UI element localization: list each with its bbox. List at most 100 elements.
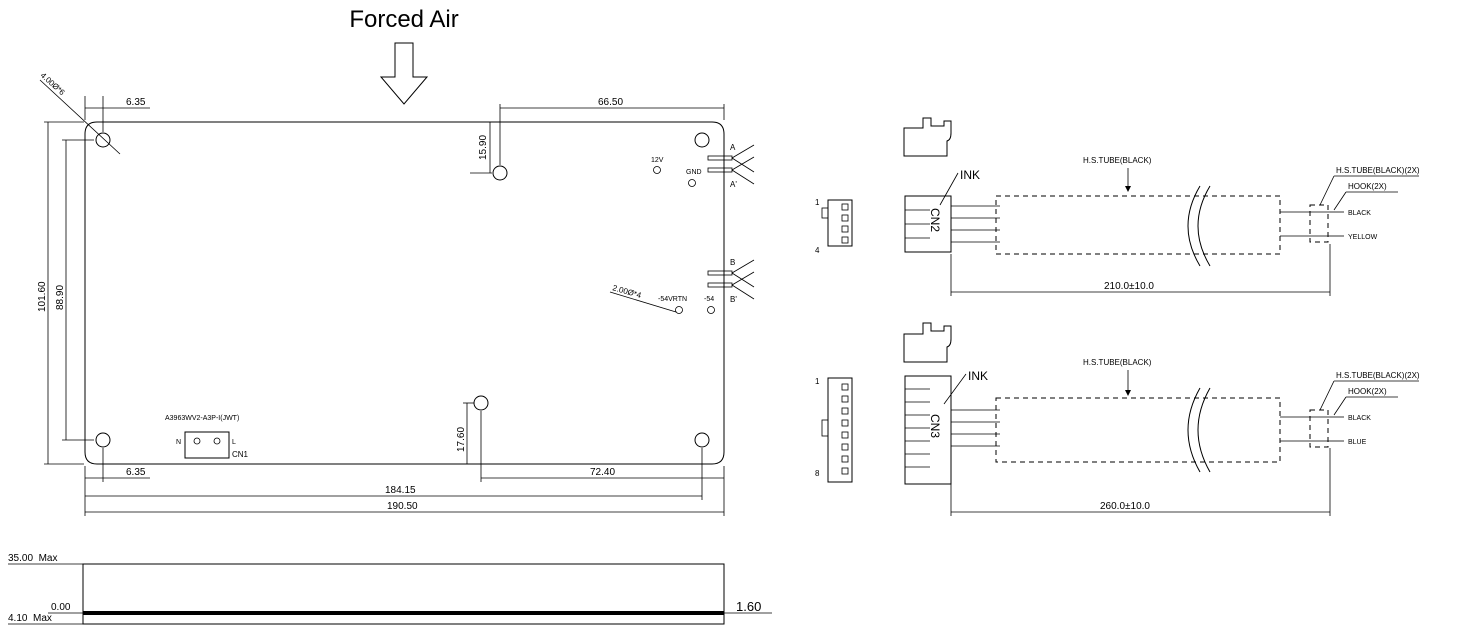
ink-label: INK [968, 369, 988, 383]
connector-body [904, 375, 952, 485]
pin-first: 1 [815, 377, 820, 386]
cable-length: 210.0±10.0 [1104, 281, 1154, 292]
side-thickness: 1.60 [736, 599, 761, 614]
connector-end-view [827, 377, 853, 483]
mounting-hole [694, 132, 710, 148]
end-view-pin [841, 225, 849, 233]
heat-shrink-tube [995, 397, 1281, 463]
pin-last: 8 [815, 469, 820, 478]
board-side-view: 35.00 Max 0.00 4.10 Max 1.60 [8, 553, 772, 625]
pin-b: B [730, 258, 735, 267]
side-pcb-thickness [83, 611, 724, 615]
pin-first: 1 [815, 198, 820, 207]
label-54: -54 [704, 296, 714, 303]
ink-label: INK [960, 168, 980, 182]
board-outline [84, 121, 725, 465]
pin-a: A [730, 143, 736, 152]
cn1-pin [193, 437, 201, 445]
tube-label: H.S.TUBE(BLACK) [1083, 358, 1152, 367]
end-tube [1309, 204, 1329, 243]
terminal-b [707, 259, 755, 300]
housing-side-icon [903, 117, 952, 157]
ink-leader [943, 373, 967, 405]
mounting-hole [492, 165, 508, 181]
tube-label: H.S.TUBE(BLACK) [1083, 156, 1152, 165]
end-view-pin [841, 467, 849, 475]
end-view-pin [841, 443, 849, 451]
end-view-pin [841, 203, 849, 211]
pin-a-prime: A' [730, 180, 737, 189]
end-view-tab [821, 419, 829, 437]
connector-name: CN3 [928, 414, 942, 438]
board-top-view: 4.00Ø*6 2.00Ø*4 12V GND -54VRTN -54 A A' [37, 71, 755, 516]
connector-name: CN2 [928, 208, 942, 232]
cable-assembly-cn3: 1 8 CN3 INK H.S.TUBE(BLACK) BLACK BLUE H… [815, 322, 1420, 516]
mounting-hole [694, 432, 710, 448]
dim-top-right: 66.50 [598, 97, 623, 108]
wire2-color: YELLOW [1348, 234, 1378, 241]
dim-top-left: 6.35 [126, 97, 146, 108]
dim-hole-offset-bottom: 17.60 [456, 427, 467, 452]
break-mark [1197, 387, 1211, 473]
tube-end-label: H.S.TUBE(BLACK)(2X) [1336, 166, 1420, 175]
dim-bottom-left: 6.35 [126, 467, 146, 478]
end-view-pin [841, 395, 849, 403]
cn1-name: CN1 [232, 450, 249, 459]
tube-end-label: H.S.TUBE(BLACK)(2X) [1336, 371, 1420, 380]
connector-end-view [827, 199, 853, 247]
label-12v: 12V [651, 157, 664, 164]
housing-side-icon [903, 322, 952, 363]
cable-assembly-cn2: 1 4 CN2 INK H.S.TUBE(BLACK) BLACK YELLOW… [815, 117, 1420, 296]
test-pad [675, 306, 683, 314]
label-gnd: GND [686, 169, 702, 176]
end-view-pin [841, 455, 849, 463]
side-max-bottom: 4.10 Max [8, 613, 52, 624]
dim-bottom-right: 72.40 [590, 467, 615, 478]
dim-height-inner: 88.90 [55, 285, 66, 310]
test-pad [653, 166, 661, 174]
hole-spec-leader [609, 291, 677, 313]
dim-width-inner: 184.15 [385, 485, 416, 496]
mounting-hole [95, 132, 111, 148]
hole-spec-left: 4.00Ø*6 [39, 71, 67, 98]
break-mark [1187, 387, 1201, 473]
break-mark [1187, 185, 1201, 267]
end-view-pin [841, 407, 849, 415]
terminal-a [707, 144, 755, 185]
hook-label: HOOK(2X) [1348, 387, 1387, 396]
end-view-pin [841, 214, 849, 222]
ink-leader [939, 172, 959, 206]
airflow-title: Forced Air [349, 6, 458, 33]
end-view-pin [841, 383, 849, 391]
end-tube [1309, 409, 1329, 448]
wire1-color: BLACK [1348, 210, 1371, 217]
cn1-l-label: L [232, 439, 236, 446]
end-view-pin [841, 236, 849, 244]
side-outline [82, 563, 725, 625]
hole-spec-right: 2.00Ø*4 [611, 283, 642, 300]
mounting-hole [95, 432, 111, 448]
cable-length: 260.0±10.0 [1100, 501, 1150, 512]
hole-spec-leader [39, 79, 121, 155]
airflow-arrow-icon [379, 42, 429, 105]
dim-height-outer: 101.60 [37, 281, 48, 312]
heat-shrink-tube [995, 195, 1281, 255]
mounting-hole [473, 395, 489, 411]
end-view-tab [821, 207, 829, 219]
break-mark [1197, 185, 1211, 267]
dim-width-outer: 190.50 [387, 501, 418, 512]
cn1-n-label: N [176, 439, 181, 446]
label-54vrtn: -54VRTN [658, 296, 687, 303]
side-max-top: 35.00 Max [8, 553, 57, 564]
wire2-color: BLUE [1348, 439, 1367, 446]
end-view-pin [841, 419, 849, 427]
test-pad [688, 179, 696, 187]
pin-b-prime: B' [730, 295, 737, 304]
hook-label: HOOK(2X) [1348, 182, 1387, 191]
dim-hole-offset-top: 15.90 [478, 135, 489, 160]
test-pad [707, 306, 715, 314]
wire1-color: BLACK [1348, 415, 1371, 422]
cn1-connector [184, 431, 230, 459]
pin-last: 4 [815, 246, 820, 255]
